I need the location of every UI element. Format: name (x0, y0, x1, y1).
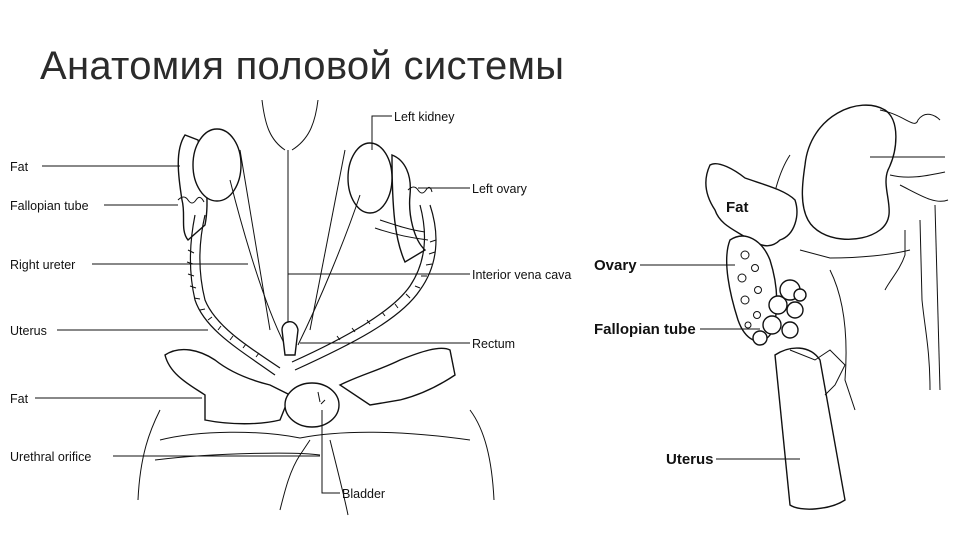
right-kidney (192, 128, 242, 202)
label-fat-top: Fat (10, 160, 29, 174)
uterine-hatching (186, 239, 437, 358)
label-fat-bottom: Fat (10, 392, 29, 406)
left-anatomy-drawing: Fat Fallopian tube Right ureter Uterus F… (10, 99, 571, 516)
label-ovary: Ovary (594, 257, 637, 274)
right-ovary (177, 196, 205, 204)
bladder (284, 382, 340, 428)
label-uterus-right: Uterus (666, 451, 714, 468)
label-left-kidney: Left kidney (394, 110, 455, 124)
fat-region (705, 163, 798, 247)
rectum (281, 321, 299, 356)
label-rectum: Rectum (472, 337, 515, 351)
fat-pad-right (391, 153, 427, 264)
uterine-horn-left (294, 204, 437, 371)
label-fat-right: Fat (726, 199, 749, 216)
label-inferior-vena-cava: Interior vena cava (472, 268, 571, 282)
page-title: Анатомия половой системы (40, 44, 565, 88)
uterus-horn (774, 347, 846, 510)
fallopian-tube-coils (752, 279, 807, 346)
left-kidney (347, 142, 393, 214)
label-urethral-orifice: Urethral orifice (10, 450, 91, 464)
label-left-ovary: Left ovary (472, 182, 528, 196)
label-fallopian-tube-right: Fallopian tube (594, 321, 696, 338)
fat-pad-lower (164, 348, 291, 425)
label-fallopian-tube: Fallopian tube (10, 199, 89, 213)
label-right-ureter: Right ureter (10, 258, 75, 272)
kidney-large (801, 104, 897, 240)
label-uterus: Uterus (10, 324, 47, 338)
uterine-horn-right (189, 214, 276, 376)
ovary-shape (725, 235, 778, 342)
label-bladder: Bladder (342, 487, 385, 501)
right-anatomy-drawing: Fat Ovary Fallopian tube Uterus (594, 104, 949, 510)
ovary-follicles (737, 250, 762, 329)
